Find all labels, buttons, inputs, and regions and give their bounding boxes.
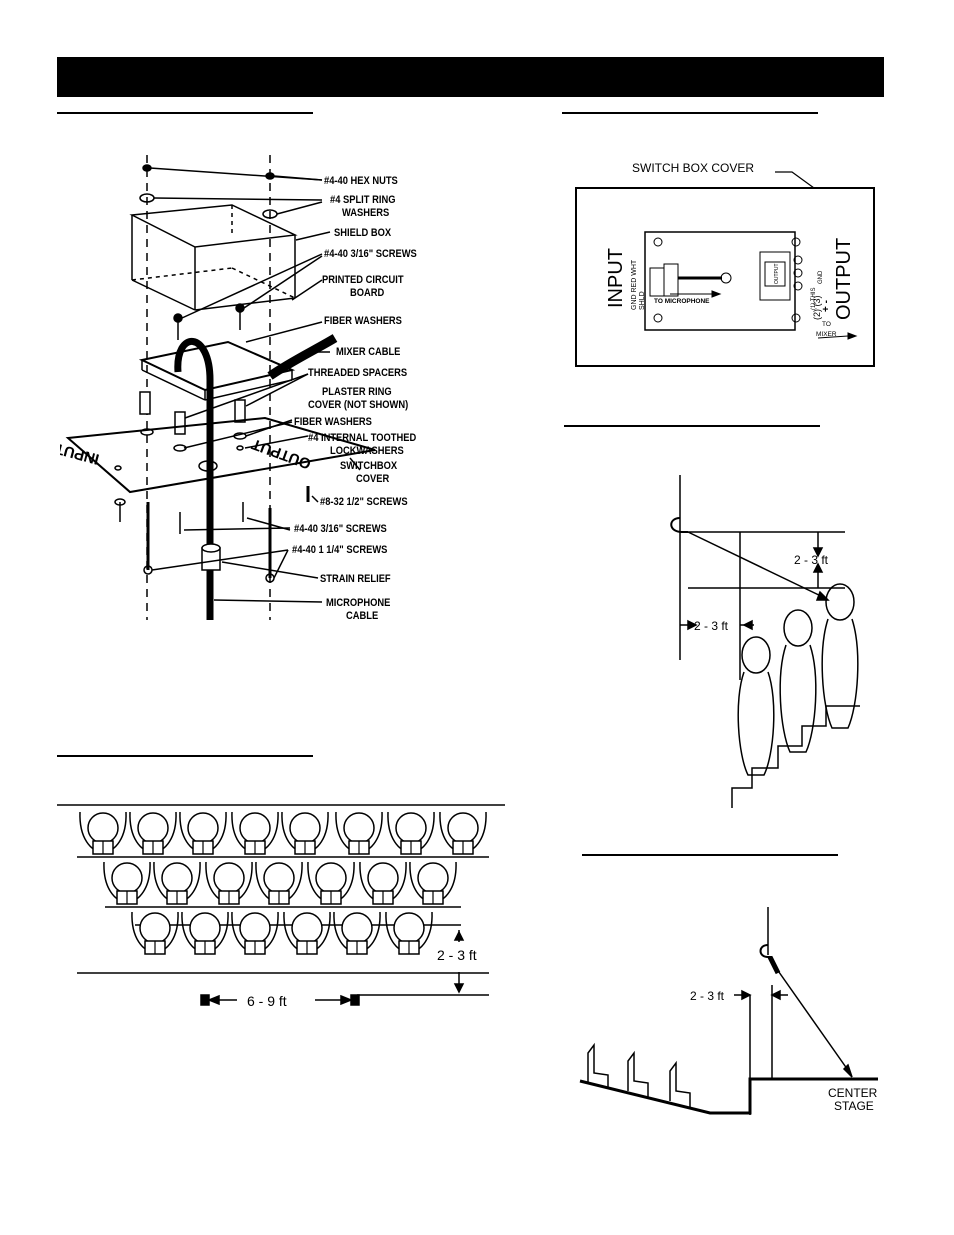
switchbox-out-sub3: (1) THIS	[811, 287, 817, 310]
plate-input-text: INPUT	[60, 439, 101, 467]
stage-dim: 2 - 3 ft	[690, 989, 725, 1003]
label-plaster-ring: PLASTER RING	[322, 386, 392, 398]
seating-top-view-diagram: 2 - 3 ft 6 - 9 ft	[57, 800, 507, 1015]
switchbox-cover-drawing: SWITCH BOX COVER INPUT GND RED WHT SHLD …	[575, 161, 875, 367]
label-440-short: #4-40 3/16" SCREWS	[294, 523, 387, 535]
label-lockwashers: LOCKWASHERS	[330, 445, 404, 457]
section-rule-stage	[582, 854, 838, 856]
label-microphone: MICROPHONE	[326, 597, 391, 609]
switchbox-input-sub1: GND RED WHT	[631, 259, 638, 310]
switchbox-cover-diagram: SWITCH BOX COVER INPUT GND RED WHT SHLD …	[570, 160, 880, 375]
switchbox-out-sub4: GND	[818, 270, 824, 284]
side-view-diagram: 2 - 3 ft 2 - 3 ft	[660, 470, 870, 810]
label-toothed: #4 INTERNAL TOOTHED	[308, 432, 417, 444]
stage-label-2: STAGE	[834, 1099, 874, 1113]
seating-vertical-dim: 2 - 3 ft	[437, 947, 477, 963]
label-mixer-cable: MIXER CABLE	[336, 346, 401, 358]
label-cover: COVER	[356, 473, 390, 485]
switchbox-input-sub2: SHLD	[639, 291, 646, 310]
switchbox-chip: OUTPUT	[774, 263, 780, 284]
switchbox-output: OUTPUT	[833, 238, 855, 320]
label-threaded-spacers: THREADED SPACERS	[308, 367, 408, 379]
stage-side-view-diagram: 2 - 3 ft CENTER STAGE	[578, 905, 883, 1120]
stage-label-1: CENTER	[828, 1086, 878, 1100]
section-rule-seating	[57, 755, 313, 757]
exploded-assembly-drawing: INPUT OUTPUT	[53, 155, 376, 620]
switchbox-out-sub2: + -	[821, 300, 832, 312]
label-pcb: PRINTED CIRCUIT	[322, 274, 404, 286]
switchbox-input: INPUT	[605, 248, 627, 308]
side-view-drawing: 2 - 3 ft 2 - 3 ft	[670, 475, 860, 808]
label-switchbox: SWITCHBOX	[340, 460, 398, 472]
label-split-ring: #4 SPLIT RING	[330, 194, 396, 206]
label-832-screws: #8-32 1/2" SCREWS	[320, 496, 408, 508]
seating-horizontal-dim: 6 - 9 ft	[247, 993, 287, 1009]
label-fiber-washers-top: FIBER WASHERS	[324, 315, 402, 327]
header-bar	[57, 57, 884, 97]
label-split-ring-2: WASHERS	[342, 207, 390, 219]
label-pcb-2: BOARD	[350, 287, 385, 299]
stage-side-view-drawing: 2 - 3 ft CENTER STAGE	[579, 907, 878, 1115]
label-440-long: #4-40 1 1/4" SCREWS	[292, 544, 388, 556]
label-screws-top: #4-40 3/16" SCREWS	[324, 248, 417, 260]
side-view-vertical-dim: 2 - 3 ft	[794, 553, 829, 567]
seating-top-view-drawing: 2 - 3 ft 6 - 9 ft	[57, 804, 505, 1009]
switchbox-to-mixer-1: TO	[822, 321, 831, 328]
label-hex-nuts: #4-40 HEX NUTS	[324, 175, 398, 187]
switchbox-out-sub1: (2) (3)	[812, 295, 822, 320]
section-rule-switchbox	[562, 112, 818, 114]
section-rule-side-view	[564, 425, 820, 427]
label-fiber-washers: FIBER WASHERS	[294, 416, 372, 428]
switchbox-title: SWITCH BOX COVER	[632, 161, 754, 175]
side-view-horizontal-dim: 2 - 3 ft	[694, 619, 729, 633]
label-plaster-ring-2: COVER (NOT SHOWN)	[308, 399, 409, 411]
switchbox-to-microphone: TO MICROPHONE	[654, 298, 710, 305]
label-strain-relief: STRAIN RELIEF	[320, 573, 391, 585]
label-cable: CABLE	[346, 610, 379, 622]
switchbox-to-mixer-2: MIXER	[816, 331, 837, 338]
section-rule-exploded	[57, 112, 313, 114]
label-shield-box: SHIELD BOX	[334, 227, 392, 239]
exploded-assembly-diagram: INPUT OUTPUT #4-40 HEX NUTS #4 SPLIT RIN…	[53, 150, 460, 640]
